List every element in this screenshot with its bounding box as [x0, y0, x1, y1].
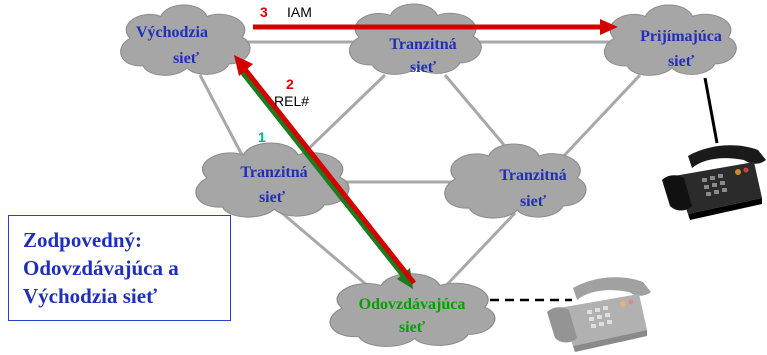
responsible-line-2: Odovzdávajúca a: [23, 256, 179, 280]
link-transit-right-donor: [438, 211, 517, 294]
transit-left-network-label-2: sieť: [259, 189, 286, 206]
transit-top-network-label-2: sieť: [410, 59, 437, 76]
step1-number: 1: [258, 129, 266, 145]
telephone-icon-disconnected: [547, 277, 651, 352]
transit-right-network-label-2: sieť: [520, 193, 547, 210]
telephone-icon-connected: [662, 145, 766, 220]
step3-number: 3: [260, 4, 268, 20]
step2-label: REL#: [274, 93, 309, 109]
responsible-note: Zodpovedný: Odovzdávajúca a Východzia si…: [8, 215, 231, 321]
transit-left-network-label-1: Tranzitná: [240, 164, 307, 181]
receiving-network-label-2: sieť: [668, 53, 695, 70]
step2-number: 2: [286, 76, 294, 92]
link-transit-top-transit-left: [300, 73, 387, 157]
link-transit-left-donor: [281, 211, 376, 294]
donor-network-label-2: sieť: [399, 319, 426, 336]
receiving-phone-line: [703, 77, 719, 144]
receiving-network-label-1: Prijímajúca: [640, 28, 722, 45]
network-links: [198, 40, 642, 294]
step2-rel-arrow: [234, 55, 416, 285]
link-receiving-transit-right: [558, 73, 642, 162]
donor-network-label-1: Odovzdávajúca: [359, 296, 466, 313]
responsible-line-3: Východzia sieť: [23, 284, 158, 308]
transit-top-network-label-1: Tranzitná: [389, 36, 456, 53]
link-transit-top-transit-right: [443, 74, 517, 159]
step3-label: IAM: [287, 4, 312, 20]
origin-network-label-2: sieť: [173, 50, 200, 67]
step3-iam-arrow: [253, 19, 618, 35]
link-origin-transit-left: [198, 74, 244, 156]
transit-right-network-label-1: Tranzitná: [499, 167, 566, 184]
responsible-line-1: Zodpovedný:: [23, 228, 143, 252]
origin-network-label-1: Východzia: [136, 24, 208, 41]
